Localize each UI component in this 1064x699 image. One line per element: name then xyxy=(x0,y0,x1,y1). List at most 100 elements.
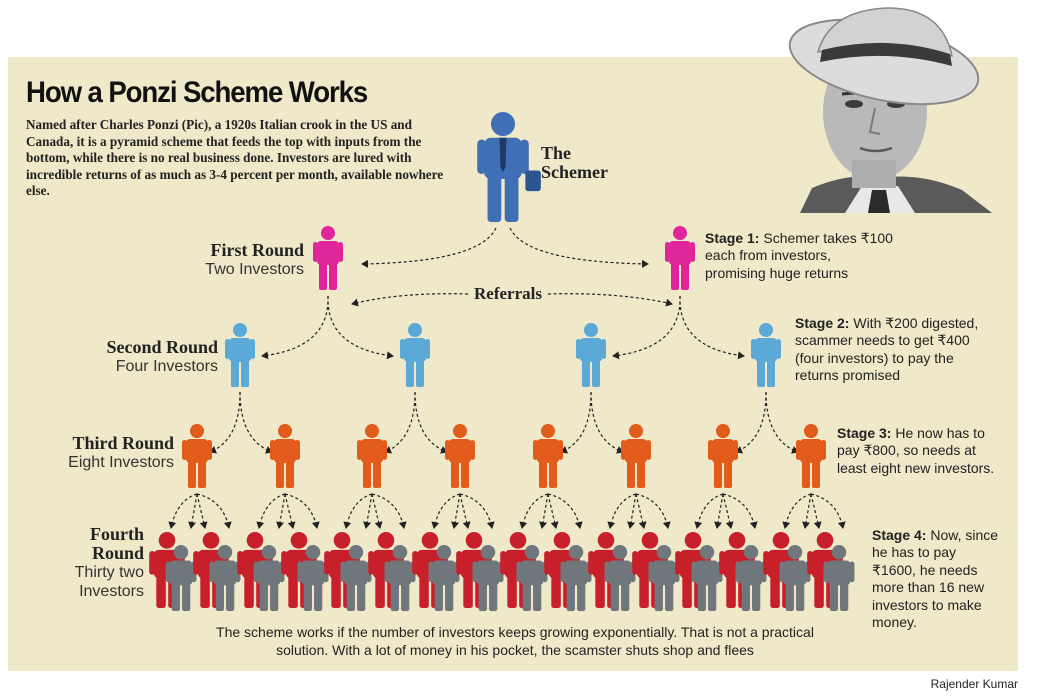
round-4-subtitle-line1: Thirty two xyxy=(74,564,144,581)
investor-figure-icon xyxy=(516,545,548,611)
dashed-arrow-icon xyxy=(519,493,549,529)
page-title: How a Ponzi Scheme Works xyxy=(26,76,368,109)
dashed-arrow-icon xyxy=(371,493,383,529)
investor-figure-icon xyxy=(779,545,811,611)
dashed-arrow-icon xyxy=(459,493,471,529)
round-2-subtitle: Four Investors xyxy=(115,358,218,375)
dashed-arrow-icon xyxy=(371,493,407,529)
referral-arrows xyxy=(168,227,846,529)
investor-figure-icon xyxy=(270,424,300,488)
dashed-arrow-icon xyxy=(196,493,232,529)
investor-figure-icon xyxy=(400,323,430,387)
dashed-arrow-icon xyxy=(607,493,637,529)
dashed-arrow-icon xyxy=(431,493,461,529)
investor-figure-icon xyxy=(751,323,781,387)
round-2-label: Second Round Four Investors xyxy=(60,337,218,376)
credit-byline: Rajender Kumar xyxy=(930,677,1018,691)
dashed-arrow-icon xyxy=(735,391,767,454)
investor-figure-icon xyxy=(313,226,343,290)
stage-4-body: Now, since he has to pay ₹1600, he needs… xyxy=(872,527,999,631)
round-3-title: Third Round xyxy=(72,433,174,453)
round-4-title-line2: Round xyxy=(91,543,144,563)
dashed-arrow-icon xyxy=(284,493,296,529)
dashed-arrow-icon xyxy=(547,493,559,529)
dashed-arrow-icon xyxy=(284,493,320,529)
dashed-arrow-icon xyxy=(239,391,273,454)
dashed-arrow-icon xyxy=(802,493,812,529)
round-2-title: Second Round xyxy=(106,337,218,357)
dashed-arrow-icon xyxy=(627,493,637,529)
round-3-subtitle: Eight Investors xyxy=(68,454,174,471)
dashed-arrow-icon xyxy=(209,391,241,454)
investor-figure-icon xyxy=(648,545,680,611)
investor-figure-icon xyxy=(621,424,651,488)
dashed-arrow-icon xyxy=(547,493,583,529)
dashed-arrow-icon xyxy=(722,493,758,529)
dashed-arrow-icon xyxy=(363,493,373,529)
dashed-arrow-icon xyxy=(694,493,724,529)
schemer-label: The Schemer xyxy=(541,143,608,182)
stage-1-text: Stage 1: Schemer takes ₹100 each from in… xyxy=(705,230,895,282)
stage-3-body: He now has to pay ₹800, so needs at leas… xyxy=(837,425,995,476)
round-1-label: First Round Two Investors xyxy=(150,240,304,279)
dashed-arrow-icon xyxy=(539,493,549,529)
dashed-arrow-icon xyxy=(509,227,649,268)
dashed-arrow-icon xyxy=(765,391,799,454)
investor-figure-icon xyxy=(823,545,855,611)
round-4-label: Fourth Round Thirty two Investors xyxy=(40,525,144,601)
dashed-arrow-icon xyxy=(714,493,724,529)
investor-figure-icon xyxy=(533,424,563,488)
intro-text: Named after Charles Ponzi (Pic), a 1920s… xyxy=(26,117,444,199)
dashed-arrow-icon xyxy=(451,493,461,529)
dashed-arrow-icon xyxy=(276,493,286,529)
investor-figure-icon xyxy=(735,545,767,611)
dashed-arrow-icon xyxy=(635,493,671,529)
investor-figure-icon xyxy=(691,545,723,611)
dashed-arrow-icon xyxy=(560,391,592,454)
dashed-arrow-icon xyxy=(810,493,846,529)
investor-figure-icon xyxy=(384,545,416,611)
dashed-arrow-icon xyxy=(722,493,734,529)
dashed-arrow-icon xyxy=(351,293,469,307)
dashed-arrow-icon xyxy=(782,493,812,529)
dashed-arrow-icon xyxy=(459,493,495,529)
stage-4-label: Stage 4: xyxy=(872,527,927,543)
stage-1-label: Stage 1: xyxy=(705,230,760,246)
dashed-arrow-icon xyxy=(590,391,624,454)
stage-3-text: Stage 3: He now has to pay ₹800, so need… xyxy=(837,425,1007,477)
investor-figure-icon xyxy=(340,545,372,611)
investor-figures xyxy=(149,112,855,611)
investor-figure-icon xyxy=(357,424,387,488)
stage-1-body: Schemer takes ₹100 each from investors, … xyxy=(705,230,893,281)
stage-2-body: With ₹200 digested, scammer needs to get… xyxy=(795,315,979,384)
round-3-label: Third Round Eight Investors xyxy=(30,433,174,472)
stage-2-text: Stage 2: With ₹200 digested, scammer nee… xyxy=(795,315,1000,385)
dashed-arrow-icon xyxy=(261,295,329,360)
investor-figure-icon xyxy=(165,545,197,611)
referrals-label: Referrals xyxy=(470,284,546,304)
dashed-arrow-icon xyxy=(256,493,286,529)
round-4-title-line1: Fourth xyxy=(90,524,144,544)
stage-4-text: Stage 4: Now, since he has to pay ₹1600,… xyxy=(872,527,1002,631)
dashed-arrow-icon xyxy=(679,295,745,360)
dashed-arrow-icon xyxy=(343,493,373,529)
dashed-arrow-icon xyxy=(635,493,647,529)
dashed-arrow-icon xyxy=(196,493,208,529)
investor-figure-icon xyxy=(665,226,695,290)
schemer-figure-icon xyxy=(477,112,541,222)
investor-figure-icon xyxy=(708,424,738,488)
footer-note: The scheme works if the number of invest… xyxy=(216,624,814,658)
dashed-arrow-icon xyxy=(384,391,416,454)
investor-figure-icon xyxy=(182,424,212,488)
dashed-arrow-icon xyxy=(168,493,198,529)
dashed-arrow-icon xyxy=(612,295,681,360)
dashed-arrow-icon xyxy=(547,293,673,307)
dashed-arrow-icon xyxy=(327,295,394,360)
investor-figure-icon xyxy=(225,323,255,387)
investor-figure-icon xyxy=(576,323,606,387)
round-4-subtitle-line2: Investors xyxy=(79,583,144,600)
investor-figure-icon xyxy=(604,545,636,611)
dashed-arrow-icon xyxy=(361,227,497,268)
investor-figure-icon xyxy=(445,424,475,488)
